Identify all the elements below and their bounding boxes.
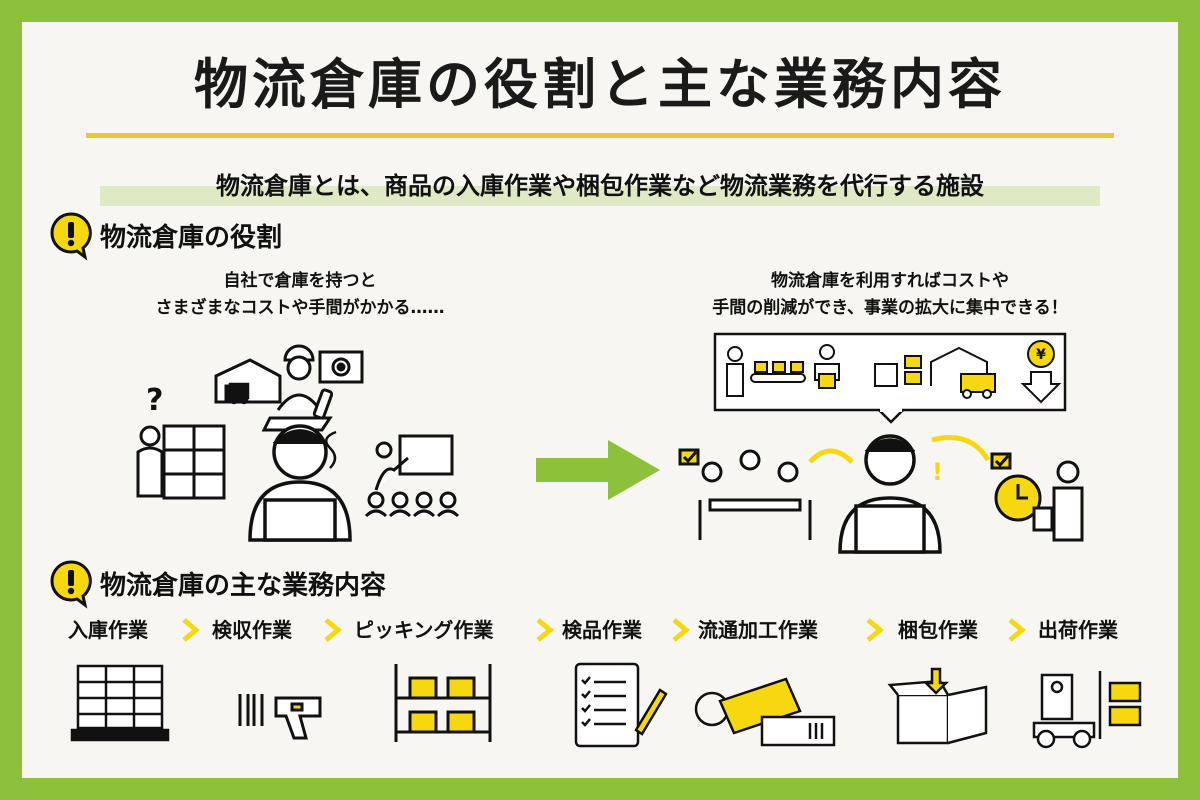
chevron-right-icon xyxy=(1008,618,1026,642)
clock-delivery-icon xyxy=(990,452,1084,542)
chevron-right-icon xyxy=(182,618,200,642)
task-inspection: 検収作業 xyxy=(212,618,292,642)
transition-arrow xyxy=(536,440,660,500)
chevron-right-icon xyxy=(536,618,554,642)
task-packing: 梱包作業 xyxy=(898,618,978,642)
section-tasks-label: 物流倉庫の主な業務内容 xyxy=(100,570,387,601)
note-left-line2: さまざまなコストや手間がかかる…… xyxy=(155,298,445,318)
engineer-icon xyxy=(261,344,334,432)
warning-bubble-icon xyxy=(50,560,92,609)
task-processing: 流通加工作業 xyxy=(698,618,818,642)
pallet-boxes-icon xyxy=(70,664,170,742)
task-flow: 入庫作業 検収作業 ピッキング作業 検品作業 流通加工作業 梱包作業 出荷作業 xyxy=(58,614,1158,650)
price-tag-icon xyxy=(694,677,836,747)
gear-monitor-icon xyxy=(318,350,364,384)
arrow-to-meeting xyxy=(808,448,854,464)
section-roles-heading: 物流倉庫の役割 xyxy=(50,210,283,261)
efficient-business-illustration: ! xyxy=(678,434,1084,554)
yen-down-icon xyxy=(1020,340,1062,404)
arrow-to-delivery xyxy=(931,435,991,462)
subtitle-highlight xyxy=(100,186,1100,206)
section-tasks-heading: 物流倉庫の主な業務内容 xyxy=(50,558,387,609)
meeting-icon xyxy=(678,448,812,540)
forklift-shelf-icon xyxy=(874,355,922,387)
question-mark: ? xyxy=(146,383,163,418)
packing-box-icon xyxy=(887,667,988,745)
note-right: 物流倉庫を利用すればコストや 手間の削減ができ、事業の拡大に集中できる！ xyxy=(640,268,1140,322)
chevron-right-icon xyxy=(324,618,342,642)
worried-person-icon xyxy=(248,424,352,542)
shipping-forklift-icon xyxy=(1032,671,1142,749)
picking-shelf-icon xyxy=(394,664,492,742)
presentation-icon xyxy=(364,434,460,518)
packing-worker-icon xyxy=(814,344,840,389)
task-quality-check: 検品作業 xyxy=(562,618,642,642)
task-shipping: 出荷作業 xyxy=(1038,618,1118,642)
note-right-line1: 物流倉庫を利用すればコストや xyxy=(771,271,1009,291)
task-receiving: 入庫作業 xyxy=(68,618,148,642)
stress-swirl-icon xyxy=(324,430,337,469)
task-picking: ピッキング作業 xyxy=(354,618,494,642)
warning-bubble-icon xyxy=(50,212,92,261)
truck-warehouse-icon xyxy=(930,346,996,399)
checklist-clipboard-icon xyxy=(574,662,668,748)
conveyor-worker-icon xyxy=(726,346,806,397)
chevron-right-icon xyxy=(866,618,884,642)
section-roles-label: 物流倉庫の役割 xyxy=(100,222,283,253)
confused-worker-icon xyxy=(136,425,164,498)
yen-symbol: ¥ xyxy=(1036,347,1046,363)
forklift-icon xyxy=(228,382,250,405)
note-left-line1: 自社で倉庫を持つと xyxy=(223,271,377,291)
services-speech-box: ¥ xyxy=(713,332,1067,424)
alert-mark: ! xyxy=(932,458,943,486)
note-left: 自社で倉庫を持つと さまざまなコストや手間がかかる…… xyxy=(60,268,540,322)
subtitle: 物流倉庫とは、商品の入庫作業や梱包作業など物流業務を代行する施設 xyxy=(216,172,984,200)
own-warehouse-illustration: ? xyxy=(136,344,460,542)
barcode-scanner-icon xyxy=(238,694,322,740)
note-right-line2: 手間の削減ができ、事業の拡大に集中できる！ xyxy=(712,298,1068,318)
chevron-right-icon xyxy=(672,618,690,642)
title-underline xyxy=(86,133,1114,138)
focused-person-icon xyxy=(838,434,942,554)
storage-shelf-icon xyxy=(162,424,226,500)
page-title: 物流倉庫の役割と主な業務内容 xyxy=(194,53,1006,116)
